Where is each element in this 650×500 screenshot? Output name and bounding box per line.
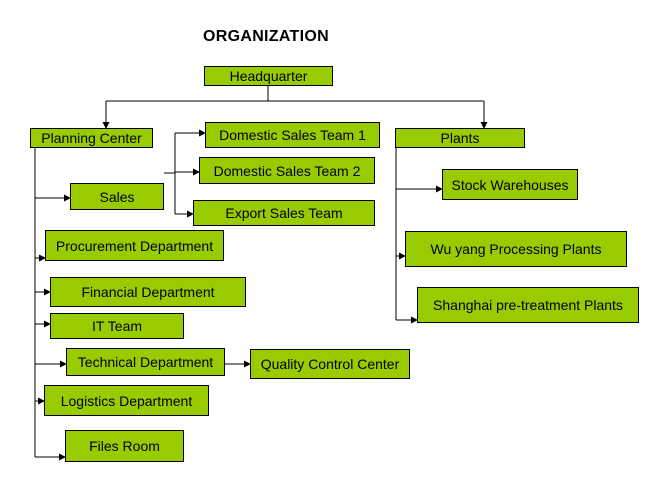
node-files-room[interactable]: Files Room (65, 430, 184, 462)
node-label: Domestic Sales Team 2 (213, 162, 361, 179)
node-sales[interactable]: Sales (70, 183, 164, 210)
node-label: Logistics Department (60, 392, 193, 409)
node-label: Export Sales Team (225, 205, 343, 221)
node-label: IT Team (91, 318, 143, 334)
node-label: Stock Warehouses (451, 176, 569, 193)
node-financial-department[interactable]: Financial Department (50, 277, 246, 307)
node-label: Domestic Sales Team 1 (219, 127, 366, 143)
node-technical-department[interactable]: Technical Department (66, 348, 225, 376)
node-label: Sales (99, 188, 135, 205)
node-label: Files Room (89, 438, 160, 454)
node-headquarter[interactable]: Headquarter (204, 66, 333, 86)
node-label: Technical Department (77, 354, 214, 370)
node-label: Planning Center (41, 130, 142, 146)
node-shanghai-pretreatment-plants[interactable]: Shanghai pre-treatment Plants (417, 287, 639, 323)
node-label: Wu yang Processing Plants (430, 241, 602, 257)
node-domestic-sales-team-2[interactable]: Domestic Sales Team 2 (199, 157, 375, 184)
node-procurement-department[interactable]: Procurement Department (45, 230, 224, 261)
node-quality-control-center[interactable]: Quality Control Center (250, 349, 410, 379)
node-label: Headquarter (229, 68, 308, 84)
node-plants[interactable]: Plants (395, 128, 525, 148)
node-label: Plants (440, 130, 480, 146)
node-label: Quality Control Center (260, 356, 400, 372)
node-stock-warehouses[interactable]: Stock Warehouses (442, 169, 578, 200)
node-domestic-sales-team-1[interactable]: Domestic Sales Team 1 (205, 122, 380, 148)
node-planning-center[interactable]: Planning Center (30, 128, 153, 148)
node-label: Financial Department (81, 284, 215, 300)
node-label: Shanghai pre-treatment Plants (433, 297, 623, 313)
node-export-sales-team[interactable]: Export Sales Team (193, 200, 375, 226)
node-wu-yang-processing-plants[interactable]: Wu yang Processing Plants (405, 231, 627, 267)
node-logistics-department[interactable]: Logistics Department (44, 385, 209, 416)
node-label: Procurement Department (55, 237, 214, 254)
node-it-team[interactable]: IT Team (50, 313, 184, 339)
chart-title: ORGANIZATION (203, 28, 329, 45)
